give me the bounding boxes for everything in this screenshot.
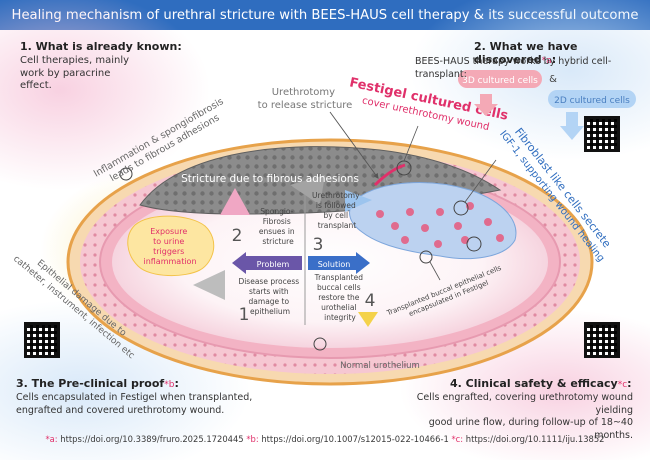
callout-circle [313,337,327,351]
leader-line [429,261,441,281]
references: *a: https://doi.org/10.3389/fruro.2025.1… [0,434,650,444]
problem-label: Problem [257,260,290,269]
preclinical-line: engrafted and covered urethrotomy wound. [16,404,225,416]
discovered-colon: : [551,53,557,66]
known-heading: 1. What is already known: [20,40,182,53]
step1-number: 1 [239,305,250,325]
qr-code-2 [24,322,60,358]
solution-label: Solution [318,260,351,269]
known-line: effect. [20,80,52,91]
known-line: Cell therapies, mainly [20,55,130,66]
pill-3d-cells [458,70,542,88]
clinical-colon: : [627,377,632,390]
problem-arrow[interactable] [232,252,302,274]
qr-code-1 [584,116,620,152]
pill-2d-cells [548,90,636,108]
amp-label: & [549,74,557,85]
urethrotomy-label: Urethrotomy to release stricture [258,87,353,111]
pill-3d-label: 3D cultured cells [462,76,538,86]
urethrotomy-arrow [329,111,379,179]
step4-text: Transplanted buccal cells restore the ur… [314,273,366,322]
reference-mark: *b: [246,434,259,444]
callout-circle [466,236,482,252]
arrow-grey-down [290,175,325,205]
arrow-grey-left [193,270,225,300]
discovered-heading: 2. What we have discovered*a: [474,40,650,66]
preclinical-heading: 3. The Pre-clinical proof*b: [16,377,179,390]
arrow-3d-down [474,94,498,116]
preclinical-mark: *b [164,380,175,390]
pill-2d-label: 2D cultured cells [554,96,630,106]
reference-mark: *c: [451,434,464,444]
arrow-pink-up [220,188,250,215]
preclinical-line: Cells encapsulated in Festigel when tran… [16,392,253,403]
known-body: Cell therapies, mainly work by paracrine… [20,55,129,93]
step1-text: Disease process starts with damage to ep… [238,277,301,316]
preclinical-colon: : [174,377,179,390]
reference-mark: *a: [45,434,58,444]
step2-text: Spongio- Fibrosis ensues in stricture [259,207,297,246]
arrow-blue-right [345,190,372,212]
discovered-heading-text: 2. What we have discovered [474,40,578,66]
clinical-mark: *c [617,380,628,390]
arrow-2d-down [560,112,584,140]
normal-urothelium-label: Normal urothelium [340,361,420,371]
exposure-text: Exposure to urine triggers inflammation [143,227,196,266]
reference-link[interactable]: https://doi.org/10.1007/s12015-022-10466… [261,434,449,444]
reference-link[interactable]: https://doi.org/10.1111/iju.13852 [465,434,605,444]
clinical-line: Cells engrafted, covering urethrotomy wo… [416,392,633,416]
qr-code-3 [584,322,620,358]
step3-number: 3 [313,235,324,255]
solution-arrow[interactable] [308,252,370,274]
step4-number: 4 [365,291,376,311]
festigel-cluster [349,182,517,260]
preclinical-body: Cells encapsulated in Festigel when tran… [16,392,252,417]
callout-circle [453,200,469,216]
discovered-mark: *a [541,56,552,66]
callout-circle [119,167,133,181]
known-line: work by paracrine [20,67,111,79]
reference-link[interactable]: https://doi.org/10.3389/fruro.2025.17204… [60,434,244,444]
leader-line [464,159,497,203]
stricture-label: Stricture due to fibrous adhesions [181,173,359,185]
arrow-yellow-down [358,312,378,327]
callout-circle [419,250,433,264]
clinical-heading-text: 4. Clinical safety & efficacy [450,377,618,390]
clinical-heading: 4. Clinical safety & efficacy*c: [450,377,632,390]
leader-line [403,125,419,162]
preclinical-heading-text: 3. The Pre-clinical proof [16,377,165,390]
clinical-body: Cells engrafted, covering urethrotomy wo… [388,392,633,442]
step3-text: Urethrotomy is followed by cell transpla… [312,191,362,230]
discovered-body: BEES-HAUS therapy works by hybrid cell-t… [415,56,612,80]
clinical-line: good urine flow, during follow-up of 18~… [428,417,633,441]
step2-number: 2 [232,226,243,246]
festigel-cells [376,202,504,248]
exposure-blob [127,215,215,277]
urethrotomy-incision [373,163,406,187]
